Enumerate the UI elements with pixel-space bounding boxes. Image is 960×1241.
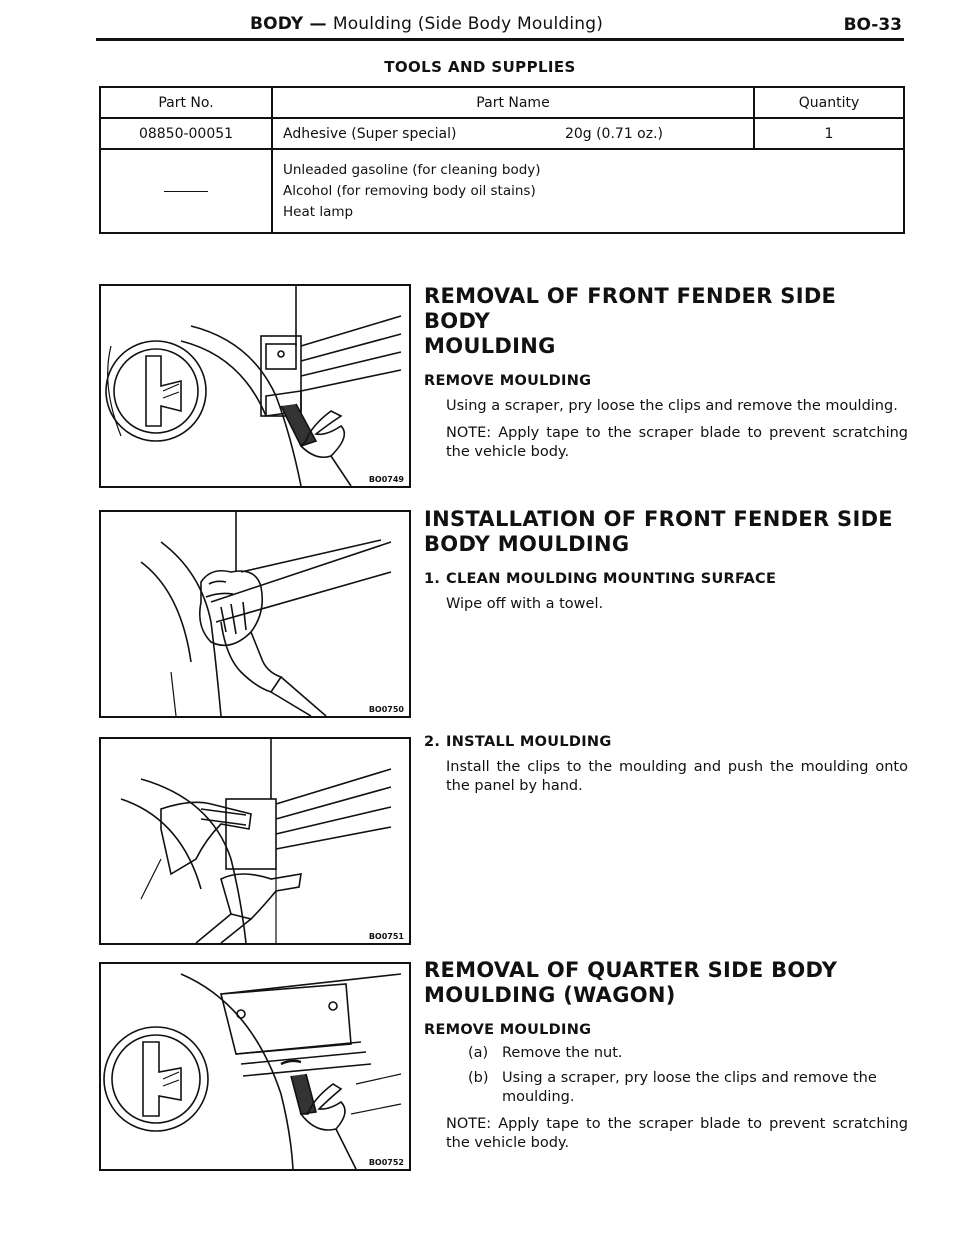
col-part-no: Part No. [99,86,273,119]
supply-item: Unleaded gasoline (for cleaning body) [283,161,541,178]
table-header-row: Part No. Part Name Quantity [99,86,905,119]
title-line: REMOVAL OF FRONT FENDER SIDE BODY [424,284,837,333]
part-name-cell: Adhesive (Super special) 20g (0.71 oz.) [271,117,755,150]
sub-step-label: (a) [468,1045,489,1061]
figure-code: BO0750 [366,705,406,714]
part-no-cell: 08850-00051 [99,117,273,150]
illustration-scraper-front [105,286,402,486]
figure-clean-surface: BO0750 [99,510,411,718]
header-dash: — [303,14,333,34]
header-subtitle: Moulding (Side Body Moulding) [332,14,604,34]
figure-install-moulding: BO0751 [99,737,411,945]
section-title: REMOVAL OF QUARTER SIDE BODY MOULDING (W… [424,958,908,1008]
section-title: REMOVAL OF FRONT FENDER SIDE BODY MOULDI… [424,284,908,359]
title-line: INSTALLATION OF FRONT FENDER SIDE [424,507,893,531]
page-number: BO-33 [843,15,902,35]
illustration-push-moulding [120,739,392,943]
title-line: MOULDING [424,334,556,358]
step-text: Install the clips to the moulding and pu… [446,759,908,794]
illustration-towel-wipe [140,512,392,716]
part-spec: 20g (0.71 oz.) [564,125,663,142]
step-number: 1. [424,571,441,587]
figure-removal-quarter: BO0752 [99,962,411,1171]
section-removal-front: REMOVAL OF FRONT FENDER SIDE BODY MOULDI… [424,284,908,462]
title-line: BODY MOULDING [424,532,630,556]
col-quantity: Quantity [753,86,905,119]
header-section: BODY [250,14,304,34]
supply-item: Alcohol (for removing body oil stains) [283,182,536,199]
sub-step-label: (b) [468,1070,489,1086]
step-number: 2. [424,734,441,750]
col-part-name: Part Name [271,86,755,119]
figure-code: BO0749 [366,475,406,484]
supply-item: Heat lamp [283,203,354,220]
dash-mark [164,190,208,192]
sub-step: (a) Remove the nut. [468,1044,908,1063]
header-rule [96,38,904,41]
section-install-front: INSTALLATION OF FRONT FENDER SIDE BODY M… [424,507,908,614]
figure-removal-front: BO0749 [99,284,411,488]
step-label: CLEAN MOULDING MOUNTING SURFACE [446,571,777,587]
figure-code: BO0752 [366,1158,406,1167]
table-row: Unleaded gasoline (for cleaning body) Al… [99,148,905,234]
step-heading: 1. CLEAN MOULDING MOUNTING SURFACE [424,571,908,587]
part-no-cell [99,148,273,234]
step-label: INSTALL MOULDING [446,734,612,750]
sub-step-text: Remove the nut. [502,1045,623,1061]
step-text: Using a scraper, pry loose the clips and… [446,398,898,414]
sub-step-text: Using a scraper, pry loose the clips and… [502,1070,877,1105]
step-heading: 2. INSTALL MOULDING [424,734,908,750]
tools-table: Part No. Part Name Quantity 08850-00051 … [99,86,905,234]
title-line: MOULDING (WAGON) [424,983,676,1007]
section-install-step-2: 2. INSTALL MOULDING Install the clips to… [424,734,908,796]
note-text: NOTE: Apply tape to the scraper blade to… [446,425,908,460]
page-header: BODY — Moulding (Side Body Moulding) [250,14,603,34]
figure-code: BO0751 [366,932,406,941]
part-name: Adhesive (Super special) [283,125,457,142]
step-heading: REMOVE MOULDING [424,373,592,389]
title-line: REMOVAL OF QUARTER SIDE BODY [424,958,838,982]
step-heading: REMOVE MOULDING [424,1022,592,1038]
tools-title: TOOLS AND SUPPLIES [384,58,576,76]
quantity-cell: 1 [753,117,905,150]
section-removal-quarter: REMOVAL OF QUARTER SIDE BODY MOULDING (W… [424,958,908,1153]
sub-step: (b) Using a scraper, pry loose the clips… [468,1069,908,1107]
note-text: NOTE: Apply tape to the scraper blade to… [446,1116,908,1151]
table-row: 08850-00051 Adhesive (Super special) 20g… [99,117,905,150]
illustration-scraper-quarter [103,973,402,1169]
section-title: INSTALLATION OF FRONT FENDER SIDE BODY M… [424,507,908,557]
step-text: Wipe off with a towel. [446,596,604,612]
supplies-cell: Unleaded gasoline (for cleaning body) Al… [271,148,905,234]
